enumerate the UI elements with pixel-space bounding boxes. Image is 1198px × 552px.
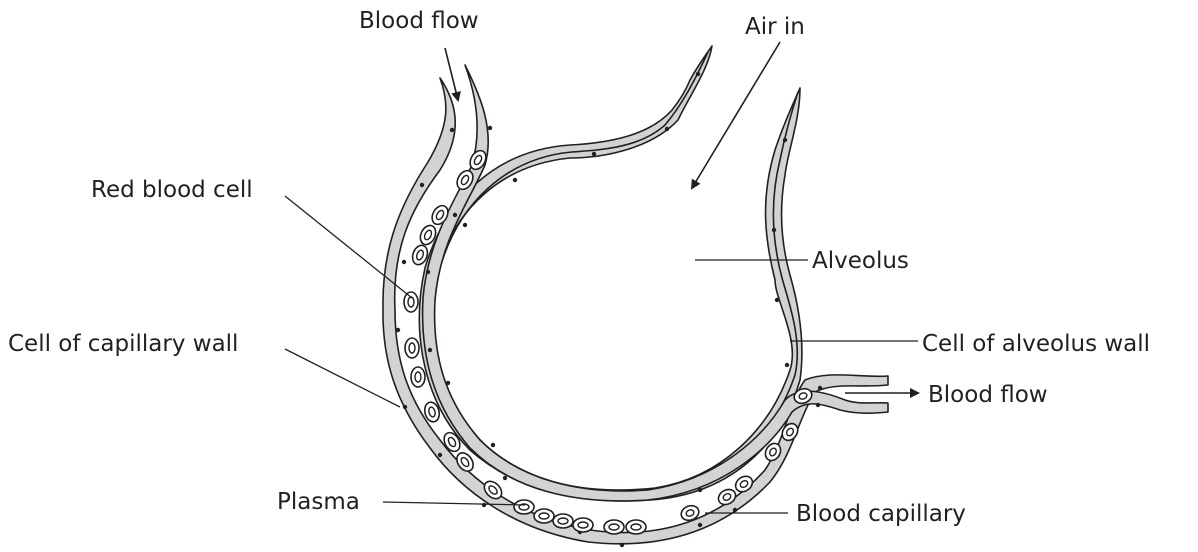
label-alveolus: Alveolus bbox=[812, 248, 909, 274]
red-blood-cell bbox=[553, 514, 573, 528]
label-plasma: Plasma bbox=[277, 489, 360, 515]
leader-capillary-wall bbox=[285, 349, 400, 407]
red-blood-cell bbox=[514, 500, 534, 514]
red-blood-cell bbox=[534, 509, 554, 523]
label-air-in: Air in bbox=[745, 14, 805, 40]
label-cell-of-alveolus-wall: Cell of alveolus wall bbox=[922, 331, 1150, 357]
label-blood-flow-right: Blood flow bbox=[928, 382, 1048, 408]
red-blood-cell bbox=[626, 520, 646, 534]
label-red-blood-cell: Red blood cell bbox=[91, 177, 253, 203]
label-blood-flow-top: Blood flow bbox=[359, 8, 479, 34]
red-blood-cell bbox=[411, 367, 425, 387]
label-blood-capillary: Blood capillary bbox=[796, 501, 966, 527]
red-blood-cell bbox=[604, 520, 624, 534]
red-blood-cell bbox=[573, 518, 593, 532]
capillary-outer-wall bbox=[383, 78, 888, 544]
alveolus-wall-wave bbox=[434, 52, 798, 495]
leader-lines bbox=[285, 196, 918, 513]
red-blood-cell bbox=[405, 338, 419, 358]
red-blood-cell bbox=[404, 292, 418, 312]
label-cell-of-capillary-wall: Cell of capillary wall bbox=[8, 331, 238, 357]
